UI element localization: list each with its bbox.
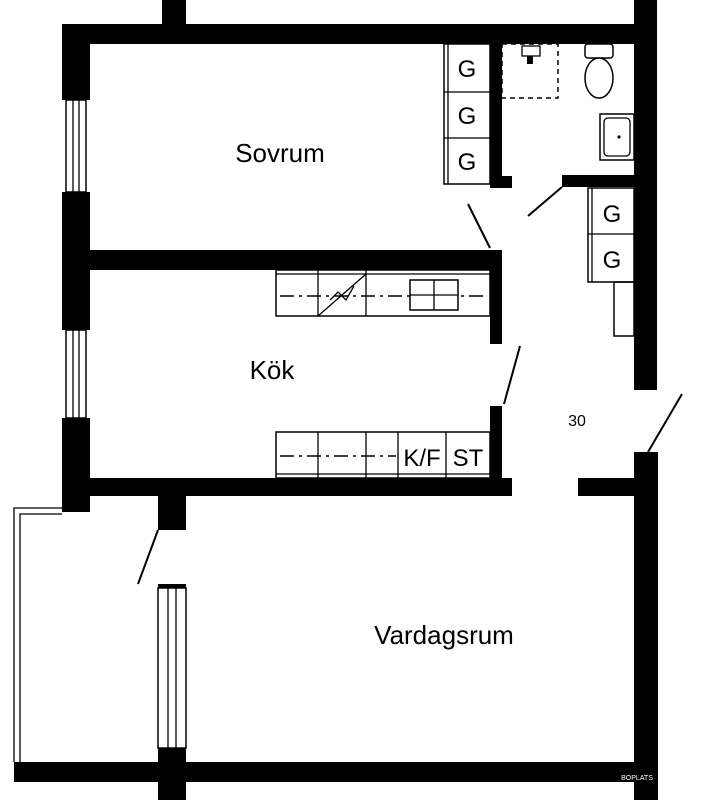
wardrobe-label: G <box>458 149 477 176</box>
windows <box>65 99 187 762</box>
kitchen-lower-counter: K/F ST <box>275 431 491 479</box>
room-label-vardagsrum: Vardagsrum <box>374 620 514 650</box>
kitchen-upper-counter <box>275 269 491 317</box>
door-bathroom <box>527 186 563 217</box>
room-label-kok: Kök <box>250 355 296 385</box>
window-living-room <box>157 584 187 762</box>
wardrobe-label: G <box>603 247 622 274</box>
stove-label: ST <box>453 445 484 472</box>
room-labels: Sovrum Kök Vardagsrum 30 <box>235 138 586 650</box>
door-kitchen <box>503 345 521 405</box>
door-balcony <box>137 529 159 585</box>
balcony <box>13 507 62 762</box>
walls <box>14 0 658 800</box>
bedroom-wardrobes: G G G <box>443 43 491 185</box>
shower <box>501 43 559 99</box>
washbasin <box>599 113 635 161</box>
door-entrance <box>647 393 683 453</box>
hall-wardrobes: G G <box>587 187 635 337</box>
bathroom <box>501 43 635 161</box>
door-bedroom <box>467 203 491 249</box>
room-label-sovrum: Sovrum <box>235 138 325 168</box>
watermark-logo: BOPLATS <box>621 772 653 782</box>
shower-mixer <box>527 56 533 64</box>
hall-number: 30 <box>568 413 586 430</box>
fridge-label: K/F <box>403 445 440 472</box>
toilet <box>584 43 614 99</box>
kitchen-sink <box>409 279 459 311</box>
wardrobe-label: G <box>603 201 622 228</box>
wardrobe-label: G <box>458 103 477 130</box>
doors <box>137 186 683 585</box>
window-kitchen <box>65 329 87 419</box>
window-bedroom <box>65 99 87 193</box>
wardrobe-label: G <box>458 56 477 83</box>
svg-text:BOPLATS: BOPLATS <box>621 775 653 782</box>
